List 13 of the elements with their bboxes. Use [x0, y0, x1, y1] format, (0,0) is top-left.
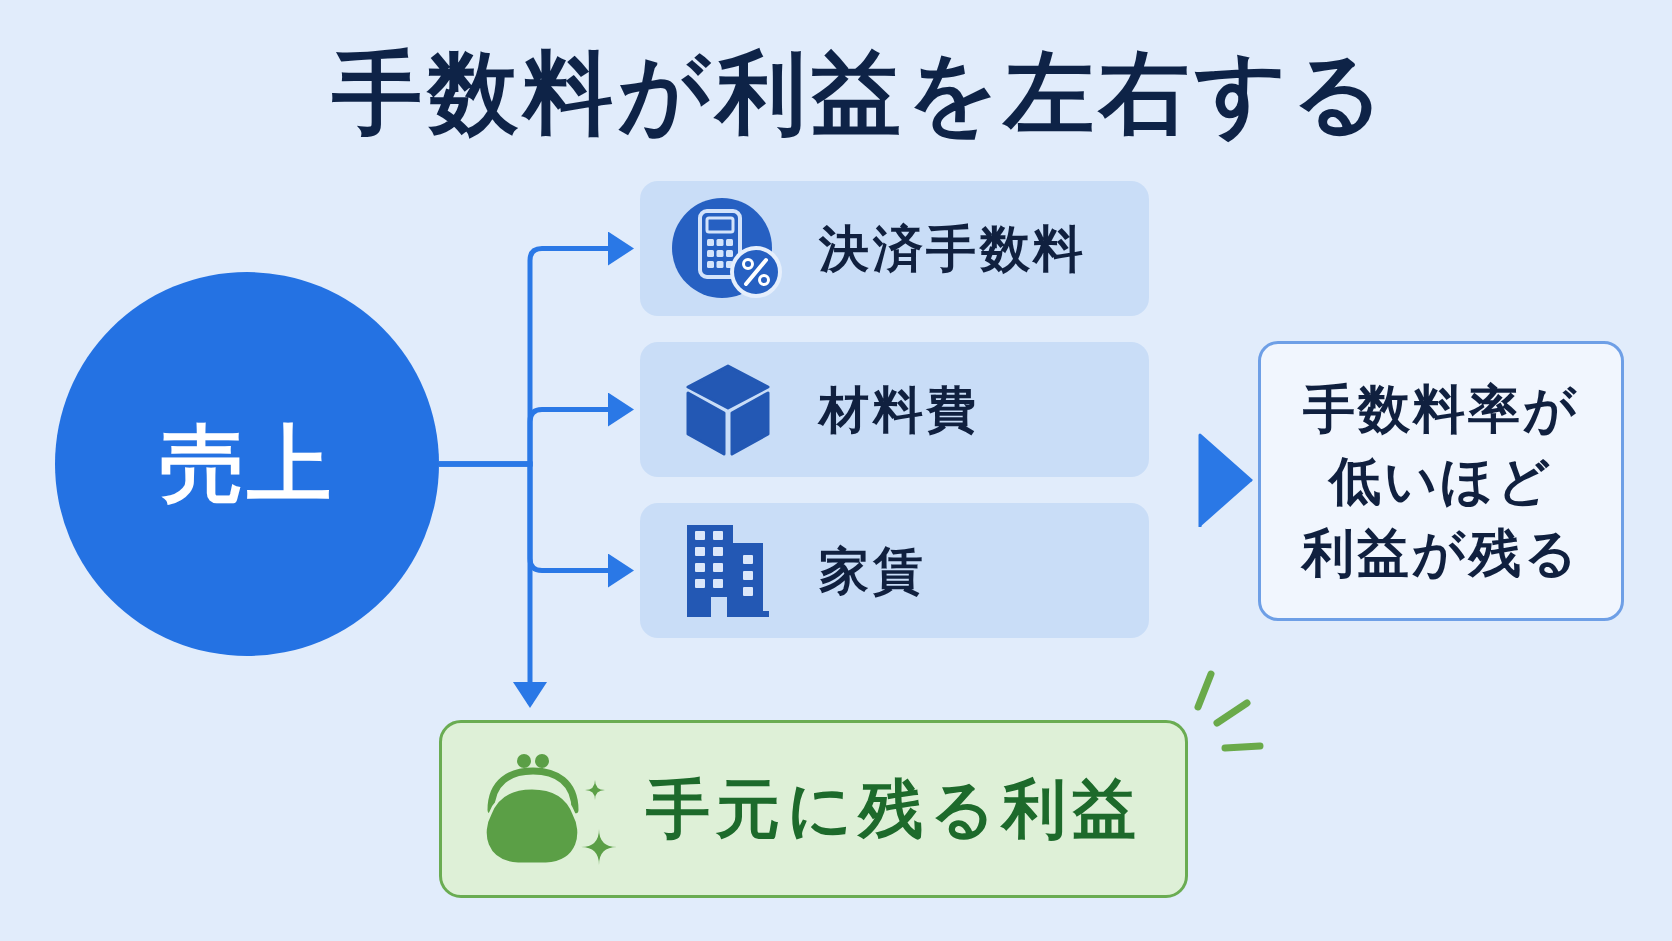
node-label: 決済手数料	[819, 223, 1087, 274]
process-box	[640, 181, 1149, 316]
node-label: 家賃	[819, 545, 926, 596]
node-label: 材料費	[819, 384, 980, 435]
node-label: 手数料率が低いほど利益が残る	[1299, 378, 1581, 585]
node-label: 手元に残る利益	[646, 777, 1143, 841]
result-box	[439, 720, 1188, 898]
arrow	[439, 461, 547, 708]
node-label: 売上	[159, 422, 335, 506]
process-box	[640, 342, 1149, 477]
process-box	[640, 503, 1149, 638]
arrow	[1198, 433, 1254, 529]
note-box	[1258, 341, 1624, 621]
